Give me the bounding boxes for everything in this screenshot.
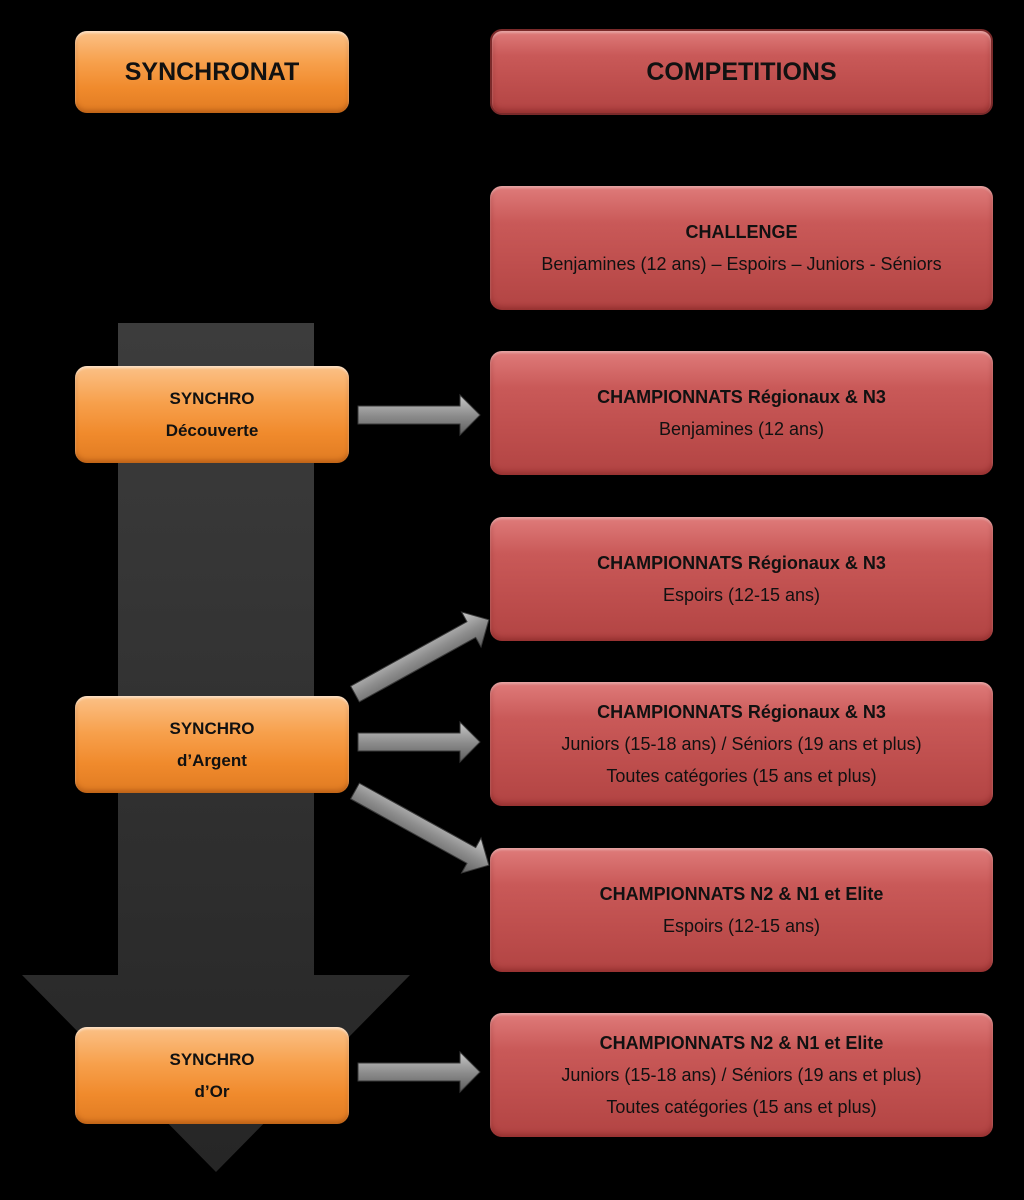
- competition-title: CHAMPIONNATS N2 & N1 et Elite: [599, 884, 884, 904]
- connector-arrow-argent-straight: [357, 720, 481, 764]
- competition-title: CHAMPIONNATS Régionaux & N3: [597, 553, 886, 573]
- synchronat-header-label: SYNCHRONAT: [124, 57, 300, 86]
- competitions-header-label: COMPETITIONS: [646, 57, 837, 86]
- competition-detail: Benjamines (12 ans): [658, 419, 825, 439]
- competition-title: CHAMPIONNATS Régionaux & N3: [597, 702, 886, 722]
- connector-arrow-or: [357, 1050, 481, 1094]
- stage-synchro-or: SYNCHRO d’Or: [75, 1027, 349, 1124]
- competition-title: CHAMPIONNATS N2 & N1 et Elite: [599, 1033, 884, 1053]
- stage-line1: SYNCHRO: [169, 388, 255, 408]
- competition-challenge: CHALLENGE Benjamines (12 ans) – Espoirs …: [490, 186, 993, 310]
- connector-arrow-argent-up: [349, 611, 490, 703]
- competition-title: CHAMPIONNATS Régionaux & N3: [597, 387, 886, 407]
- competition-detail: Toutes catégories (15 ans et plus): [606, 766, 877, 786]
- competition-detail: Benjamines (12 ans) – Espoirs – Juniors …: [541, 254, 942, 274]
- stage-line1: SYNCHRO: [169, 718, 255, 738]
- competitions-header: COMPETITIONS: [490, 29, 993, 115]
- connector-arrow-argent-down: [349, 782, 490, 874]
- competition-detail: Toutes catégories (15 ans et plus): [606, 1097, 877, 1117]
- stage-line2: d’Argent: [177, 750, 247, 770]
- stage-synchro-decouverte: SYNCHRO Découverte: [75, 366, 349, 463]
- synchronat-header: SYNCHRONAT: [75, 31, 349, 113]
- stage-line2: Découverte: [165, 420, 259, 440]
- competition-detail: Juniors (15-18 ans) / Séniors (19 ans et…: [561, 1065, 922, 1085]
- competition-regionaux-juniors-seniors: CHAMPIONNATS Régionaux & N3 Juniors (15-…: [490, 682, 993, 806]
- competition-n2-n1-elite-juniors-seniors: CHAMPIONNATS N2 & N1 et Elite Juniors (1…: [490, 1013, 993, 1137]
- competition-regionaux-espoirs: CHAMPIONNATS Régionaux & N3 Espoirs (12-…: [490, 517, 993, 641]
- connector-arrow-decouverte: [357, 393, 481, 437]
- competition-detail: Espoirs (12-15 ans): [662, 585, 821, 605]
- competition-n2-n1-elite-espoirs: CHAMPIONNATS N2 & N1 et Elite Espoirs (1…: [490, 848, 993, 972]
- competition-regionaux-benjamines: CHAMPIONNATS Régionaux & N3 Benjamines (…: [490, 351, 993, 475]
- stage-line2: d’Or: [194, 1081, 230, 1101]
- competition-detail: Juniors (15-18 ans) / Séniors (19 ans et…: [561, 734, 922, 754]
- competition-title: CHALLENGE: [685, 222, 798, 242]
- stage-line1: SYNCHRO: [169, 1049, 255, 1069]
- competition-detail: Espoirs (12-15 ans): [662, 916, 821, 936]
- stage-synchro-argent: SYNCHRO d’Argent: [75, 696, 349, 793]
